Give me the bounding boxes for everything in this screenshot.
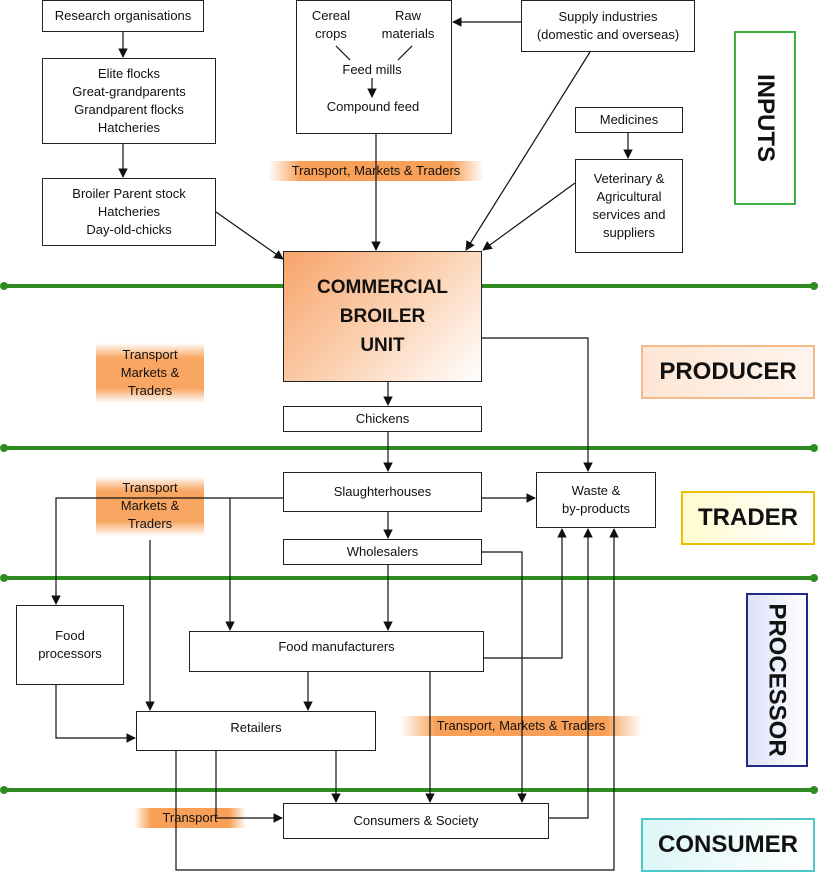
transport-producer-line-3: Traders — [127, 383, 173, 398]
vet-line-1: Veterinary & — [593, 171, 665, 186]
transport-trader-line-3: Traders — [127, 516, 173, 531]
arrow-foodmanufacturers-waste — [484, 528, 567, 659]
compound-feed-label: Compound feed — [326, 99, 420, 114]
sector-inputs: INPUTS — [734, 31, 796, 205]
cereal-line-2: crops — [315, 26, 347, 41]
food-manufacturers-box: Food manufacturers — [189, 631, 484, 672]
arrow-vet-commercial — [482, 182, 576, 251]
food-processors-line-2: processors — [38, 646, 102, 661]
research-organisations-box: Research organisations — [42, 0, 204, 32]
waste-line-1: Waste & — [571, 483, 621, 498]
food-processors-line-1: Food — [55, 628, 85, 643]
arrow-retailers-transport-consumers — [215, 751, 283, 823]
transport-trader-line-1: Transport — [122, 480, 178, 495]
broiler-parent-stock-box: Broiler Parent stock Hatcheries Day-old-… — [42, 178, 216, 246]
raw-materials-label: Raw materials — [376, 7, 440, 43]
elite-line-2: Great-grandparents — [72, 84, 186, 99]
sector-trader: TRADER — [681, 491, 815, 545]
arrow-retailers-waste — [175, 528, 619, 871]
commercial-line-3: UNIT — [360, 335, 405, 356]
transport-trader-line-2: Markets & — [120, 498, 180, 513]
arrow-consumers-waste — [549, 528, 593, 819]
elite-line-1: Elite flocks — [97, 66, 161, 81]
line-raw-feedmills — [397, 45, 413, 61]
commercial-line-1: COMMERCIAL — [317, 277, 448, 298]
veterinary-box: Veterinary & Agricultural services and s… — [575, 159, 683, 253]
separator-dot-1-left — [0, 282, 8, 290]
feed-box — [296, 0, 452, 134]
vet-line-3: services and — [592, 207, 666, 222]
medicines-box: Medicines — [575, 107, 683, 133]
separator-line-3 — [4, 576, 814, 580]
supply-industries-box: Supply industries (domestic and overseas… — [521, 0, 695, 52]
transport-block-trader: Transport Markets & Traders — [96, 476, 204, 536]
consumers-society-box: Consumers & Society — [283, 803, 549, 839]
separator-dot-4-left — [0, 786, 8, 794]
vet-line-2: Agricultural — [596, 189, 662, 204]
waste-box: Waste & by-products — [536, 472, 656, 528]
waste-line-2: by-products — [562, 501, 630, 516]
elite-line-4: Hatcheries — [97, 120, 161, 135]
parent-line-2: Hatcheries — [97, 204, 161, 219]
vet-line-4: suppliers — [602, 225, 656, 240]
separator-dot-1-right — [810, 282, 818, 290]
arrow-wholesalers-consumers — [482, 551, 527, 803]
feed-mills-label: Feed mills — [342, 62, 402, 77]
supply-line-2: (domestic and overseas) — [536, 27, 680, 42]
slaughterhouses-box: Slaughterhouses — [283, 472, 482, 512]
line-cereal-feedmills — [335, 45, 351, 61]
separator-line-2 — [4, 446, 814, 450]
wholesalers-box: Wholesalers — [283, 539, 482, 565]
separator-dot-4-right — [810, 786, 818, 794]
elite-flocks-box: Elite flocks Great-grandparents Grandpar… — [42, 58, 216, 144]
separator-dot-3-left — [0, 574, 8, 582]
raw-line-2: materials — [381, 26, 435, 41]
parent-line-3: Day-old-chicks — [86, 222, 172, 237]
chickens-box: Chickens — [283, 406, 482, 432]
arrow-parent-commercial — [215, 211, 284, 260]
elite-line-3: Grandparent flocks — [74, 102, 184, 117]
parent-line-1: Broiler Parent stock — [72, 186, 186, 201]
separator-line-4 — [4, 788, 814, 792]
separator-dot-2-right — [810, 444, 818, 452]
sector-consumer: CONSUMER — [641, 818, 815, 872]
cereal-line-1: Cereal — [311, 8, 351, 23]
sector-processor: PROCESSOR — [746, 593, 808, 767]
separator-dot-3-right — [810, 574, 818, 582]
transport-band-processor: Transport, Markets & Traders — [400, 716, 642, 736]
commercial-line-2: BROILER — [339, 306, 426, 327]
transport-producer-line-2: Markets & — [120, 365, 180, 380]
food-processors-box: Food processors — [16, 605, 124, 685]
arrow-commercial-waste — [482, 337, 593, 472]
retailers-box: Retailers — [136, 711, 376, 751]
cereal-crops-label: Cereal crops — [306, 7, 356, 43]
sector-producer: PRODUCER — [641, 345, 815, 399]
raw-line-1: Raw — [394, 8, 421, 23]
arrow-foodprocessors-retailers — [55, 685, 136, 743]
separator-dot-2-left — [0, 444, 8, 452]
transport-producer-line-1: Transport — [122, 347, 178, 362]
arrow-supply-commercial — [465, 51, 591, 251]
transport-block-producer: Transport Markets & Traders — [96, 343, 204, 403]
arrow-slaughter-foodprocessors — [51, 497, 283, 605]
commercial-broiler-unit-box: COMMERCIAL BROILER UNIT — [283, 251, 482, 382]
supply-line-1: Supply industries — [558, 9, 658, 24]
